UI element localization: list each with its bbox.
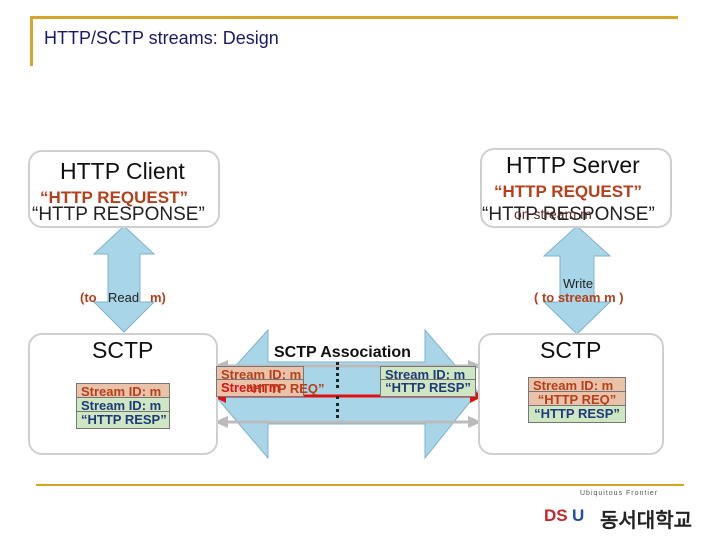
read-label: Read bbox=[108, 290, 140, 305]
write-label: Write bbox=[563, 276, 594, 291]
sctp-right-title: SCTP bbox=[540, 337, 602, 363]
dsu-logo-icon: DS U bbox=[542, 505, 596, 525]
university-logo: Ubiquitous Frontier DS U 동서대학교 bbox=[540, 488, 692, 536]
client-request-text: “HTTP REQUEST” bbox=[40, 188, 188, 207]
svg-text:DS: DS bbox=[544, 506, 568, 525]
http-client-box: HTTP Client “HTTP REQUEST” “HTTP RESPONS… bbox=[28, 150, 220, 228]
assoc-left-tag-req: “HTTP REQ” bbox=[246, 381, 325, 396]
client-response-text: “HTTP RESPONSE” bbox=[32, 204, 205, 225]
logo-tagline: Ubiquitous Frontier bbox=[580, 490, 659, 497]
http-server-title: HTTP Server bbox=[506, 152, 640, 178]
sctp-right-box: SCTP Stream ID: m “HTTP REQ” “HTTP RESP” bbox=[478, 333, 664, 455]
grey-arrow-bottom-tail bbox=[468, 416, 482, 428]
footer-line bbox=[36, 484, 684, 486]
sctp-left-tag-resp: “HTTP RESP” bbox=[76, 411, 170, 429]
read-paren-close: m) bbox=[150, 290, 166, 305]
logo-university-name: 동서대학교 bbox=[600, 510, 692, 532]
title-frame-left bbox=[30, 16, 33, 66]
sctp-left-title: SCTP bbox=[92, 337, 154, 363]
server-request-text: “HTTP REQUEST” bbox=[494, 182, 642, 201]
sctp-right-tag-stream: Stream ID: m bbox=[528, 377, 626, 395]
sctp-left-box: SCTP Stream ID: m Stream ID: m “HTTP RES… bbox=[28, 333, 218, 455]
read-paren-open: (to bbox=[80, 290, 97, 305]
grey-arrow-bottom-head bbox=[214, 416, 228, 428]
sctp-right-tag-resp: “HTTP RESP” bbox=[528, 405, 626, 423]
title-frame-top bbox=[30, 16, 678, 19]
slide-title: HTTP/SCTP streams: Design bbox=[44, 28, 279, 48]
stream-separator-top bbox=[336, 362, 339, 388]
association-title: SCTP Association bbox=[274, 344, 411, 361]
assoc-right-tag-resp: “HTTP RESP” bbox=[380, 379, 476, 397]
http-server-box: HTTP Server “HTTP REQUEST” “HTTP RESPONS… bbox=[480, 148, 672, 228]
svg-text:U: U bbox=[572, 506, 584, 525]
server-response-text: “HTTP RESPONSE” bbox=[482, 204, 655, 225]
assoc-left-tag-stream-m: Stream m bbox=[216, 379, 304, 397]
server-response-overlay: on stream m bbox=[514, 206, 592, 222]
read-arrow bbox=[92, 225, 156, 333]
http-client-title: HTTP Client bbox=[60, 158, 185, 184]
stream-separator-bottom bbox=[336, 396, 339, 418]
sctp-right-tag-req: “HTTP REQ” bbox=[528, 391, 626, 409]
write-detail: ( to stream m ) bbox=[534, 290, 624, 305]
